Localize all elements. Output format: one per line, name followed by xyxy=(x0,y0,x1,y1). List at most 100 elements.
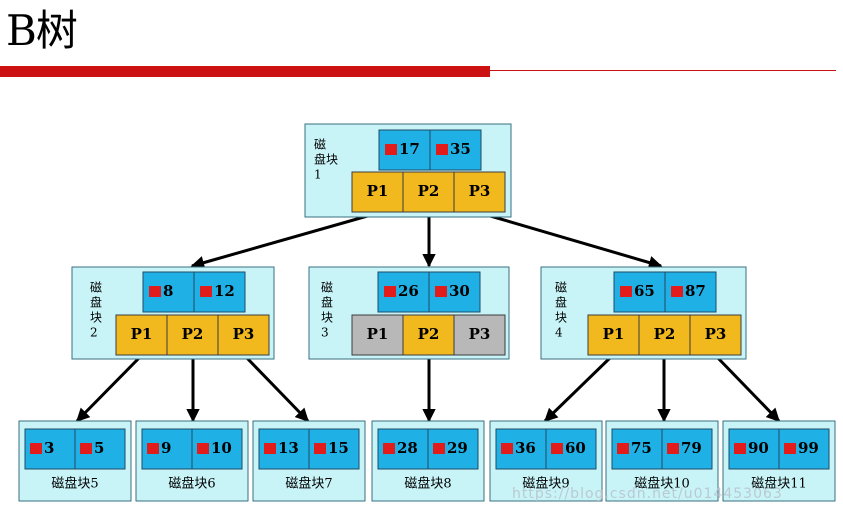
key-value: 65 xyxy=(634,282,655,300)
leaf-node-10: 75 79 磁盘块10 xyxy=(605,420,719,502)
pointer-cell-p2 xyxy=(166,314,219,356)
slide-title: B树 xyxy=(6,6,78,55)
key-marker xyxy=(200,286,212,297)
edge-arrow xyxy=(75,354,143,423)
key-value: 12 xyxy=(214,282,235,300)
pointer-label: P2 xyxy=(654,325,676,343)
key-marker xyxy=(734,443,746,454)
key-marker xyxy=(436,144,448,155)
key-marker xyxy=(620,286,632,297)
key-marker xyxy=(264,443,276,454)
key-value: 29 xyxy=(447,439,468,457)
pointer-cell-p2 xyxy=(402,314,455,356)
leaf-label: 磁盘块7 xyxy=(285,476,332,492)
key-value: 9 xyxy=(161,439,171,457)
pointer-label: P1 xyxy=(367,182,389,200)
leaf-label: 磁盘块8 xyxy=(404,476,451,492)
pointer-label: P1 xyxy=(603,325,625,343)
key-cell xyxy=(193,271,246,313)
key-marker xyxy=(501,443,513,454)
leaf-node-9: 36 60 磁盘块9 xyxy=(489,420,603,502)
key-value: 35 xyxy=(450,140,471,158)
node-label: 磁 xyxy=(90,280,102,295)
key-value: 3 xyxy=(44,439,54,457)
title-rule-line xyxy=(490,70,836,71)
key-value: 87 xyxy=(685,282,706,300)
leaf-label: 磁盘块9 xyxy=(522,476,569,492)
node-label: 块 xyxy=(90,311,102,325)
key-cell xyxy=(611,428,663,470)
pointer-cell-p1 xyxy=(587,314,640,356)
key-value: 60 xyxy=(565,439,586,457)
pointer-cell-p2 xyxy=(638,314,691,356)
pointer-label: P1 xyxy=(131,325,153,343)
pointer-label: P3 xyxy=(469,182,491,200)
leaf-label: 磁盘块6 xyxy=(168,476,215,492)
edge-arrow xyxy=(243,354,310,423)
key-marker xyxy=(30,443,42,454)
key-marker xyxy=(197,443,209,454)
pointer-cell-p2 xyxy=(402,171,455,213)
pointer-cell-p3 xyxy=(453,171,506,213)
key-marker xyxy=(433,443,445,454)
node-label: 4 xyxy=(555,326,563,340)
key-value: 28 xyxy=(397,439,418,457)
key-cell xyxy=(191,428,243,470)
edge-arrow xyxy=(543,354,614,423)
pointer-label: P2 xyxy=(418,182,440,200)
node-label: 盘 xyxy=(321,295,333,310)
node-label: 盘块 xyxy=(314,152,338,167)
key-marker xyxy=(617,443,629,454)
leaf-node-6: 9 10 磁盘块6 xyxy=(135,420,249,502)
pointer-label: P3 xyxy=(233,325,255,343)
pointer-label: P3 xyxy=(705,325,727,343)
pointer-cell-p1 xyxy=(351,314,404,356)
node-label: 磁 xyxy=(321,280,333,295)
key-value: 30 xyxy=(449,282,470,300)
key-value: 17 xyxy=(399,140,420,158)
title-accent-bar xyxy=(0,66,490,77)
pointer-cell-p3 xyxy=(217,314,270,356)
key-value: 10 xyxy=(211,439,232,457)
key-value: 79 xyxy=(681,439,702,457)
key-marker xyxy=(149,286,161,297)
node-label: 磁 xyxy=(555,280,567,295)
leaf-node-8: 28 29 磁盘块8 xyxy=(371,420,485,502)
edge-arrow xyxy=(479,211,663,270)
node-label: 磁 xyxy=(314,137,326,152)
edge-arrow xyxy=(190,211,379,270)
key-marker xyxy=(80,443,92,454)
pointer-label: P3 xyxy=(469,325,491,343)
key-marker xyxy=(784,443,796,454)
key-value: 8 xyxy=(163,282,173,300)
leaf-label: 磁盘块5 xyxy=(51,476,98,492)
key-marker xyxy=(551,443,563,454)
key-marker xyxy=(435,286,447,297)
pointer-cell-p3 xyxy=(453,314,506,356)
key-marker xyxy=(314,443,326,454)
leaf-node-5: 3 5 磁盘块5 xyxy=(18,420,132,502)
key-value: 26 xyxy=(398,282,419,300)
key-marker xyxy=(384,286,396,297)
tree-edges xyxy=(75,211,781,423)
key-value: 75 xyxy=(631,439,652,457)
key-value: 13 xyxy=(278,439,299,457)
key-value: 36 xyxy=(515,439,536,457)
key-marker xyxy=(147,443,159,454)
node-label: 块 xyxy=(321,311,333,325)
node-label: 3 xyxy=(321,326,329,340)
node-label: 2 xyxy=(90,326,98,340)
pointer-label: P2 xyxy=(418,325,440,343)
key-value: 99 xyxy=(798,439,819,457)
edge-arrow xyxy=(714,354,781,423)
leaf-label: 磁盘块10 xyxy=(634,476,690,492)
leaf-label: 磁盘块11 xyxy=(751,476,807,492)
node-label: 块 xyxy=(555,311,567,325)
key-value: 5 xyxy=(94,439,104,457)
